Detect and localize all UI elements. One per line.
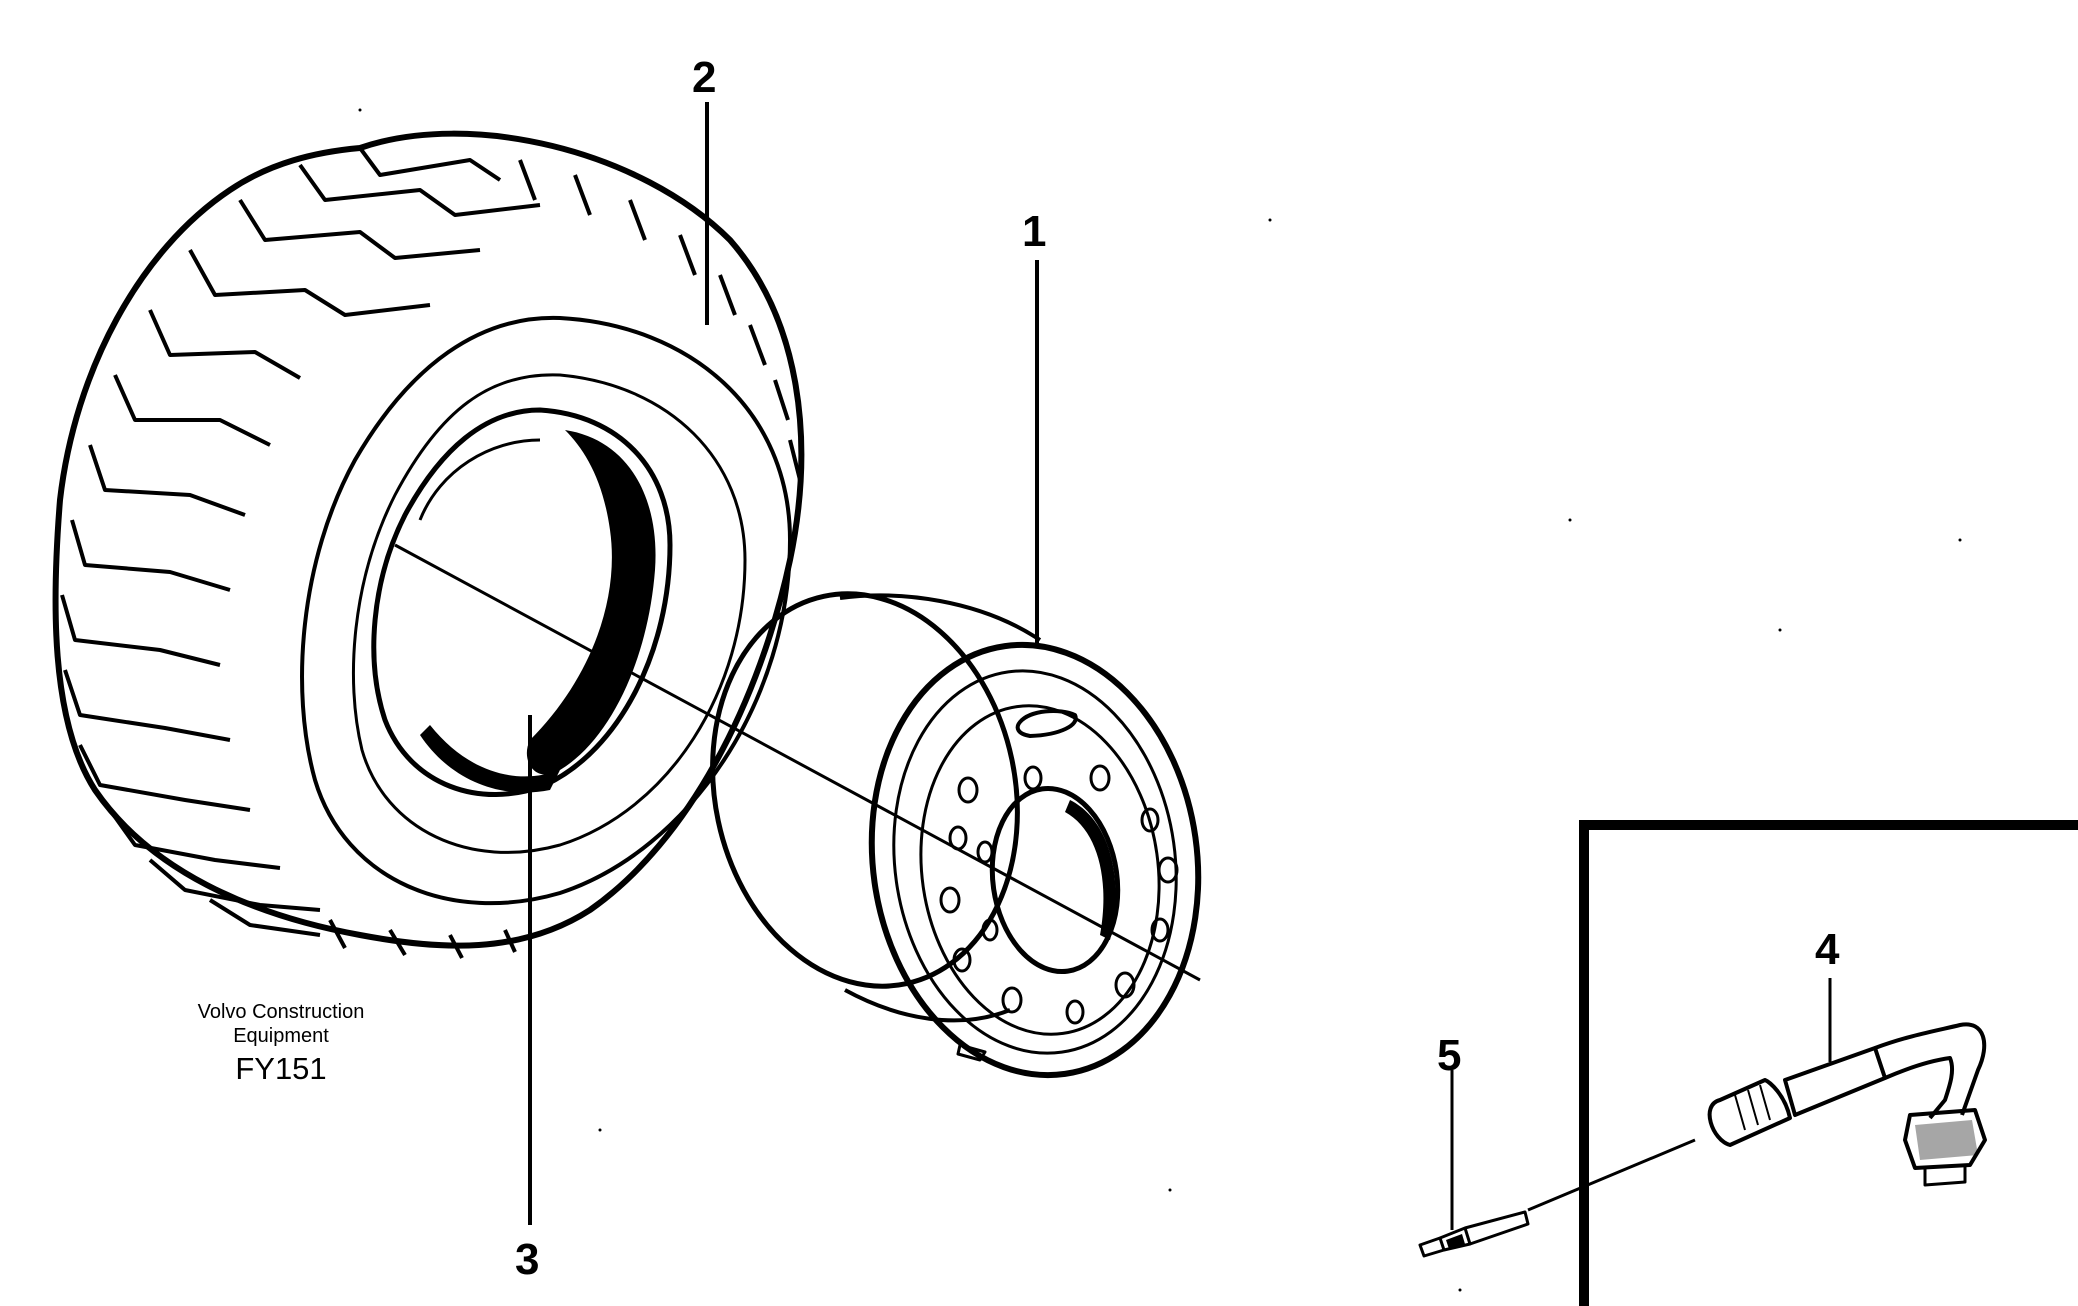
figure-caption: Volvo Construction Equipment FY151 [170, 1000, 392, 1088]
callout-1: 1 [1022, 207, 1047, 256]
leader-lines [394, 102, 1832, 1230]
caption-company-suffix: Equipment [233, 1025, 329, 1047]
detail-frame [1579, 820, 2078, 1306]
scan-specks [358, 108, 1962, 1292]
wheel-axis-line [394, 543, 1201, 982]
callout-4: 4 [1815, 925, 1840, 974]
callout-3: 3 [515, 1235, 540, 1284]
callout-2: 2 [692, 53, 717, 102]
inner-tube-icon [418, 438, 541, 521]
valve-core-icon [1418, 1210, 1530, 1258]
caption-company: Volvo Construction [197, 1001, 365, 1023]
valve-icon [1707, 1022, 1987, 1187]
figure-code: FY151 [235, 1051, 327, 1086]
rim-icon [710, 591, 1202, 1079]
valve-axis-line [1527, 1138, 1696, 1212]
tyre-icon [52, 130, 805, 959]
callout-5: 5 [1437, 1031, 1462, 1080]
